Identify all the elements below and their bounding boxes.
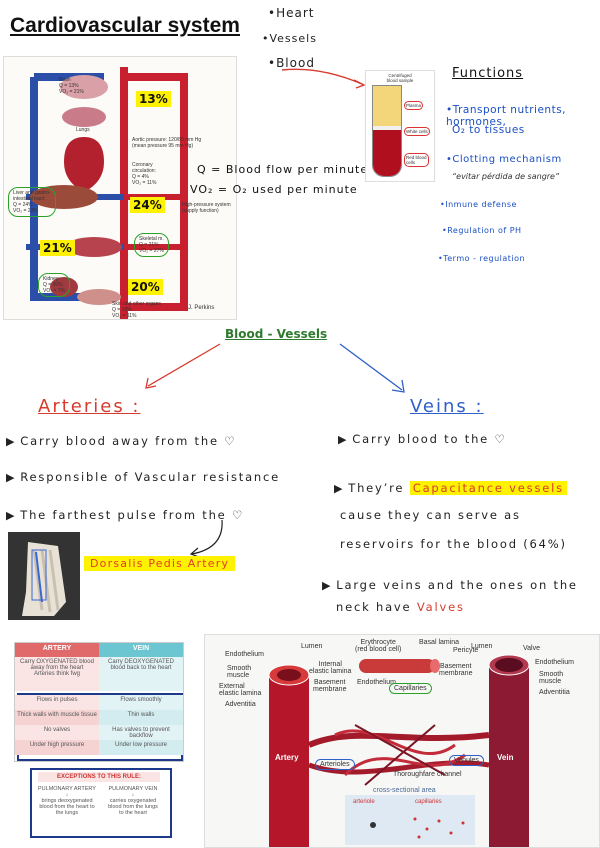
coronary-label: Coronary circulation: Q = 4% VO₂ = 11% — [132, 162, 157, 186]
exceptions-box: EXCEPTIONS TO THIS RULE: PULMONARY ARTER… — [30, 768, 172, 838]
vein-reservoir-2: reservoirs for the blood (64%) — [340, 537, 567, 551]
vein-point-1: ▶Carry blood to the ♡ — [338, 432, 507, 446]
plasma-label: Plasma — [404, 101, 424, 110]
topic-heart: •Heart — [268, 6, 315, 20]
vein-header: VEIN — [99, 643, 183, 657]
label-artery: Artery — [275, 753, 299, 762]
table-row-3-vein: Thin walls — [99, 710, 183, 725]
label-pericyte: Pericyte — [453, 647, 479, 654]
vein-reservoir-1: cause they can serve as — [340, 508, 521, 522]
white-cells-label: White cells — [404, 127, 430, 136]
kidney-percent: 20% — [128, 279, 163, 295]
label-adventitia-left: Adventitia — [225, 701, 256, 708]
valves-word: Valves — [416, 600, 465, 614]
artery-point-2: ▶Responsible of Vascular resistance — [6, 470, 281, 484]
vo2-definition: VO₂ = O₂ used per minute — [190, 183, 358, 196]
centrifuged-label: Centrifuged blood sample — [386, 73, 414, 83]
q-definition: Q = Blood flow per minute — [197, 163, 369, 176]
clotting-note: “evitar pérdida de sangre” — [452, 172, 560, 181]
label-endothelium-right: Endothelium — [535, 659, 574, 666]
topic-vessels: •Vessels — [262, 32, 317, 45]
foot-image — [8, 532, 80, 620]
blood-sample-image: Centrifuged blood sample Plasma White ce… — [365, 70, 435, 182]
label-adventitia-right: Adventitia — [539, 689, 570, 696]
table-row-5-artery: Under high pressure — [15, 740, 99, 755]
lungs-label: Lungs — [76, 127, 90, 133]
red-cells-label: Red blood cells — [404, 153, 429, 167]
label-vein: Vein — [497, 753, 514, 762]
label-smooth-muscle-left: Smooth muscle — [227, 665, 252, 679]
artery-vein-table: ARTERY VEIN Carry OXYGENATED blood away … — [14, 642, 184, 762]
label-cross-section: cross-sectional area — [373, 787, 436, 794]
function-transport: •Transport nutrients, hormones, — [446, 104, 567, 128]
label-cs-arteriole: arteriole — [353, 799, 375, 805]
kidney-label: Kidney: Q = 20% VO₂ = 7% — [38, 273, 71, 297]
label-cs-capillaries: capillaries — [415, 799, 442, 805]
artery-header: ARTERY — [15, 643, 99, 657]
label-basal-lamina: Basal lamina — [419, 639, 460, 646]
label-valve: Valve — [523, 645, 540, 652]
branch-arrows-icon — [145, 343, 405, 393]
vessel-structure-diagram: Endothelium Smooth muscle External elast… — [204, 634, 600, 848]
label-erythrocyte: Erythrocyte (red blood cell) — [355, 639, 402, 653]
brain-label: Brain Q = 13% VO₂ = 21% — [59, 77, 84, 95]
artery-point-3: ▶The farthest pulse from the ♡ — [6, 508, 245, 522]
brain-percent: 13% — [136, 91, 171, 107]
table-row-1-artery: Carry OXYGENATED blood away from the hea… — [15, 657, 99, 691]
veins-heading: Veins : — [410, 396, 484, 417]
exception-pulmonary-artery: PULMONARY ARTERY ↓ brings deoxygenated b… — [38, 786, 96, 816]
label-basement-membrane-1: Basement membrane — [313, 679, 347, 693]
table-row-4-vein: Has valves to prevent backflow — [99, 725, 183, 740]
label-thoroughfare: Thoroughfare channel — [393, 771, 462, 778]
label-smooth-muscle-right: Smooth muscle — [539, 671, 564, 685]
table-row-1-vein: Carry DEOXYGENATED blood back to the hea… — [99, 657, 183, 691]
vein-point-3: ▶Large veins and the ones on the — [322, 578, 578, 592]
label-lumen-artery: Lumen — [301, 643, 323, 650]
topic-blood: •Blood — [268, 56, 315, 70]
table-row-2-artery: Flows in pulses — [15, 695, 99, 710]
circulation-diagram: Brain Q = 13% VO₂ = 21% Lungs Aortic pre… — [3, 56, 237, 320]
function-immune: •Inmune defense — [440, 200, 517, 209]
liver-percent: 24% — [130, 197, 165, 213]
arteries-heading: Arteries : — [38, 396, 141, 417]
functions-title: Functions — [452, 66, 524, 81]
vein-point-3b: neck have Valves — [336, 600, 465, 614]
dorsalis-pedis-label: Dorsalis Pedis Artery — [84, 556, 236, 571]
vein-point-2: ▶They’re Capacitance vessels — [334, 481, 567, 495]
skeletal-percent: 21% — [40, 240, 75, 256]
liver-label: Liver and gastro- intestinal tract: Q = … — [8, 187, 56, 217]
label-venules: Venules — [449, 755, 484, 766]
table-row-2-vein: Flows smoothly — [99, 695, 183, 710]
label-basement-membrane-2: Basement membrane — [439, 663, 473, 677]
label-capillaries: Capillaries — [389, 683, 432, 694]
table-row-5-vein: Under low pressure — [99, 740, 183, 755]
label-endothelium-cap: Endothelium — [357, 679, 396, 686]
high-pressure-label: High-pressure system (supply function) — [182, 202, 231, 214]
function-thermo: •Termo - regulation — [438, 254, 526, 263]
capacitance-highlight: Capacitance vessels — [409, 481, 567, 495]
author-label: J. Perkins — [188, 305, 215, 311]
page-title: Cardiovascular system — [10, 14, 240, 37]
blood-vessels-heading: Blood - Vessels — [225, 327, 328, 341]
curved-arrow-icon — [189, 519, 223, 558]
table-row-4-artery: No valves — [15, 725, 99, 740]
function-clotting: •Clotting mechanism — [446, 154, 562, 165]
exception-pulmonary-vein: PULMONARY VEIN ↓ carries oxygenated bloo… — [108, 786, 158, 816]
function-ph: •Regulation of PH — [442, 226, 522, 235]
exceptions-title: EXCEPTIONS TO THIS RULE: — [38, 772, 160, 782]
function-transport-2: O₂ to tissues — [452, 124, 525, 136]
skin-label: Skin and other organs Q = 18% VO₂ = 11% — [112, 301, 161, 319]
table-row-3-artery: Thick walls with muscle tissue — [15, 710, 99, 725]
label-endothelium-left: Endothelium — [225, 651, 264, 658]
label-external-elastic: External elastic lamina — [219, 683, 262, 697]
label-internal-elastic: Internal elastic lamina — [309, 661, 352, 675]
label-arterioles: Arterioles — [315, 759, 355, 770]
arrow-to-blood-icon — [281, 68, 366, 89]
skeletal-label: Skeletal m. Q = 21% VO₂ = 27% — [134, 233, 169, 257]
artery-point-1: ▶Carry blood away from the ♡ — [6, 434, 237, 448]
aortic-label: Aortic pressure: 120/80 mm Hg (mean pres… — [132, 137, 202, 149]
label-lumen-vein: Lumen — [471, 643, 493, 650]
